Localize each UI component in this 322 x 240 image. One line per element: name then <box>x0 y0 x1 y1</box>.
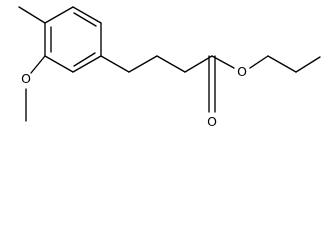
ring-bond-bottom-right <box>72 55 102 73</box>
molecule-canvas: O O O <box>18 6 321 129</box>
ring-bond-top-right <box>72 6 102 24</box>
structural-formula: O O O <box>18 6 321 129</box>
ethyl-bond-2 <box>295 56 321 73</box>
chain-bond-2 <box>128 55 158 73</box>
ring-inner-double-bottom <box>73 52 96 67</box>
methyl-bond <box>18 6 46 24</box>
ethyl-bond-1 <box>267 55 297 73</box>
ester-oxygen-bond-left <box>211 55 235 69</box>
chain-bond-3 <box>156 55 186 73</box>
carbonyl-oxygen-label: O <box>207 114 217 129</box>
ring-bond-bottom-left <box>44 55 74 73</box>
methoxy-ring-bond <box>30 55 46 74</box>
chain-bond-4 <box>184 55 213 73</box>
ring-inner-double-top <box>73 12 97 27</box>
ring-bond-top-left <box>44 6 74 24</box>
methoxy-oxygen-label: O <box>21 71 31 86</box>
ester-oxygen-label: O <box>237 64 247 79</box>
chain-bond-1 <box>100 55 130 73</box>
ester-oxygen-bond-right <box>249 55 269 69</box>
